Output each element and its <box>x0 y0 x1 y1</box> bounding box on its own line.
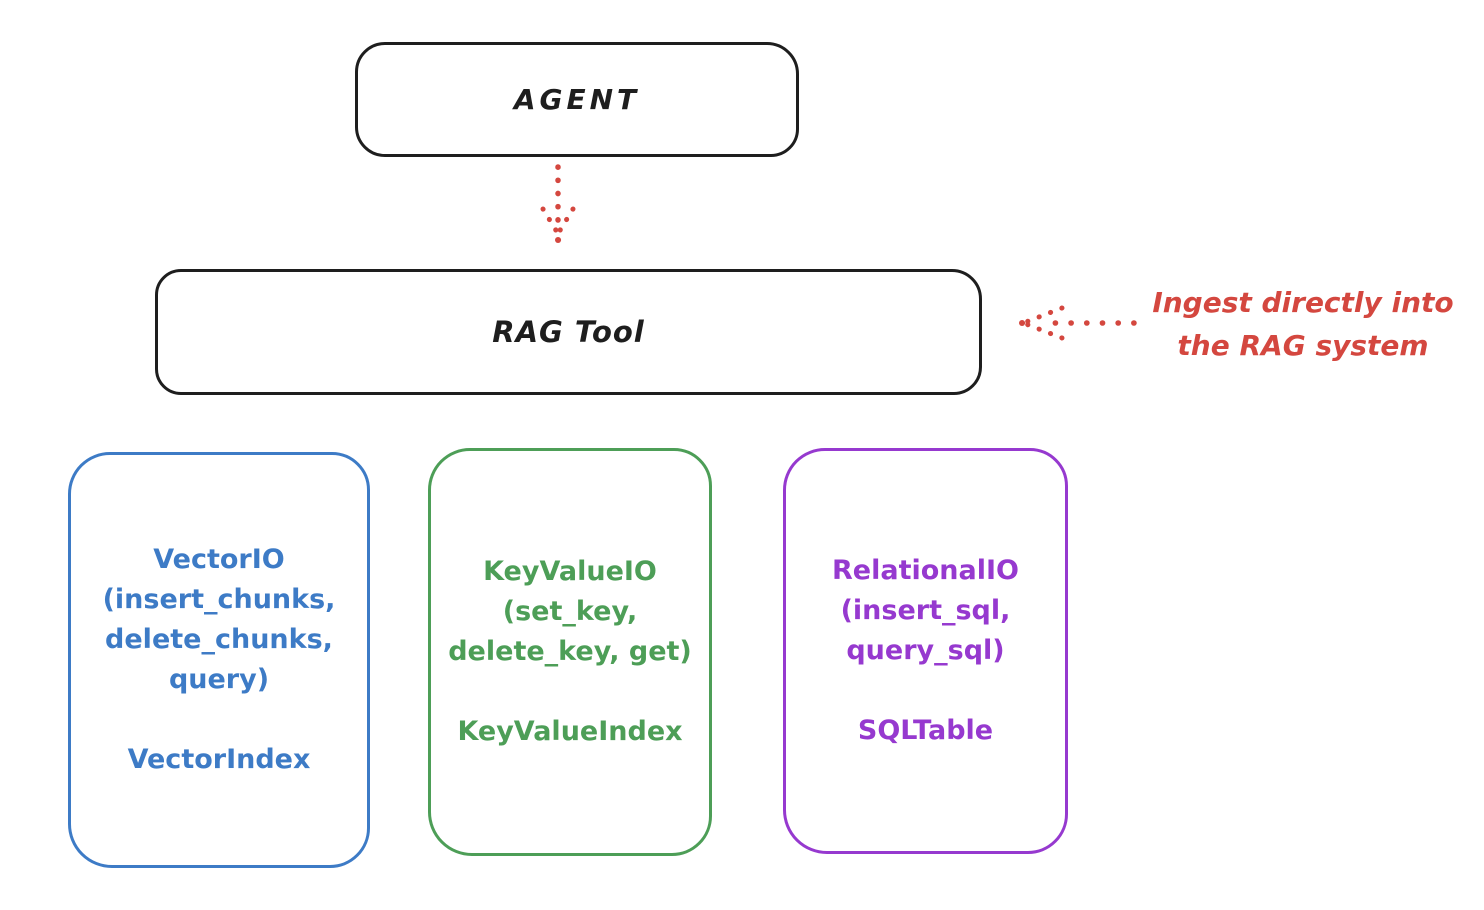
rag-tool-box: RAG Tool <box>155 269 982 395</box>
relational-io-box: RelationalIO (insert_sql, query_sql) SQL… <box>783 448 1068 854</box>
agent-label: AGENT <box>513 83 641 116</box>
rag-tool-label: RAG Tool <box>492 315 645 349</box>
left-arrow-icon <box>1019 305 1137 341</box>
vector-io-methods: VectorIO (insert_chunks, delete_chunks, … <box>102 544 336 695</box>
vector-index-label: VectorIndex <box>127 744 311 775</box>
keyvalue-io-methods: KeyValueIO (set_key, delete_key, get) <box>448 556 692 667</box>
keyvalue-index-label: KeyValueIndex <box>457 716 683 747</box>
keyvalue-io-box: KeyValueIO (set_key, delete_key, get) Ke… <box>428 448 712 856</box>
down-arrow-icon <box>540 164 576 243</box>
sql-table-label: SQLTable <box>857 715 994 746</box>
vector-io-box: VectorIO (insert_chunks, delete_chunks, … <box>68 452 370 868</box>
agent-box: AGENT <box>355 42 799 157</box>
ingest-annotation: Ingest directly into the RAG system <box>1152 286 1454 362</box>
relational-io-methods: RelationalIO (insert_sql, query_sql) <box>832 555 1019 666</box>
